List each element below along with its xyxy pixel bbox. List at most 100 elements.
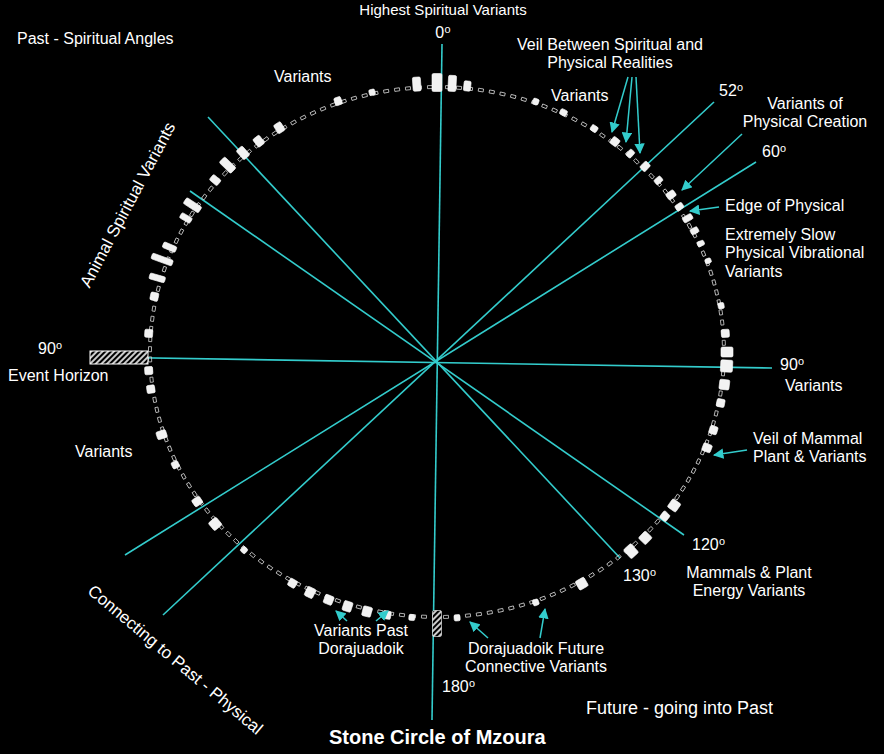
ring-stone-outline bbox=[476, 612, 481, 616]
standing-stone bbox=[532, 98, 540, 106]
ring-stone-outline bbox=[634, 159, 640, 165]
standing-stone bbox=[653, 176, 663, 186]
ring-stone-outline bbox=[181, 473, 186, 479]
leader-arrow bbox=[636, 77, 640, 153]
standing-stone bbox=[704, 258, 711, 265]
ring-stone-outline bbox=[394, 88, 399, 92]
standing-stone bbox=[690, 226, 700, 235]
ring-stone-outline bbox=[258, 559, 264, 564]
standing-stone bbox=[323, 594, 335, 606]
ring-stone-outline bbox=[174, 238, 179, 244]
ring-stone-outline bbox=[560, 588, 566, 593]
standing-stone bbox=[454, 615, 460, 621]
ring-stone-outline bbox=[189, 211, 194, 217]
standing-stone bbox=[183, 197, 202, 213]
standing-stone bbox=[575, 577, 589, 591]
ring-stone-outline bbox=[157, 417, 161, 423]
standing-stone bbox=[333, 96, 342, 106]
standing-stone bbox=[412, 77, 421, 92]
standing-stone bbox=[559, 108, 568, 116]
ring-stone-outline bbox=[649, 173, 655, 179]
ring-stone-outline bbox=[691, 468, 696, 474]
standing-stone bbox=[448, 75, 457, 91]
ring-stone-outline bbox=[508, 606, 514, 610]
ring-stone-outline bbox=[542, 104, 548, 109]
ring-stone-outline bbox=[186, 482, 191, 488]
label: 90⁰ bbox=[36, 340, 64, 358]
angle-line bbox=[190, 191, 684, 535]
ring-stone-outline bbox=[607, 561, 613, 566]
leader-arrow bbox=[470, 622, 488, 638]
label: Mammals & Plant Energy Variants bbox=[672, 564, 826, 601]
ring-stone-outline bbox=[310, 111, 316, 116]
ring-stone-outline bbox=[320, 106, 326, 111]
label: Variants bbox=[783, 377, 845, 395]
standing-stone bbox=[659, 511, 670, 522]
ring-stone-outline bbox=[521, 97, 527, 101]
standing-stone bbox=[171, 460, 180, 469]
ring-stone-outline bbox=[155, 407, 159, 413]
standing-stone bbox=[432, 74, 442, 92]
ring-stone-outline bbox=[715, 290, 719, 296]
ring-stone-outline bbox=[465, 614, 470, 618]
standing-stone bbox=[149, 273, 166, 283]
label: Highest Spiritual Variants bbox=[357, 1, 528, 18]
ring-stone-outline bbox=[351, 96, 357, 100]
hatched-stone bbox=[433, 611, 442, 637]
ring-stone-outline bbox=[162, 266, 166, 272]
leader-arrow bbox=[336, 611, 347, 621]
ring-stone-outline bbox=[383, 89, 388, 93]
ring-stone-outline bbox=[686, 477, 691, 483]
ring-stone-outline bbox=[399, 613, 404, 617]
ring-stone-outline bbox=[156, 286, 160, 292]
standing-stone bbox=[718, 302, 725, 309]
angle-line bbox=[163, 102, 714, 615]
ring-stone-outline bbox=[267, 565, 273, 570]
standing-stone bbox=[609, 136, 620, 147]
standing-stone bbox=[667, 498, 681, 512]
ring-stone-outline bbox=[709, 270, 713, 276]
standing-stone bbox=[716, 398, 725, 407]
ring-stone-outline bbox=[720, 320, 724, 325]
ring-stone-outline bbox=[648, 526, 654, 532]
standing-stone bbox=[665, 189, 676, 200]
standing-stone bbox=[236, 146, 250, 160]
standing-stone bbox=[304, 586, 316, 599]
standing-stone bbox=[463, 81, 471, 92]
ring-stone-outline bbox=[149, 357, 152, 362]
label: Dorajuadoik Future Connective Variants bbox=[452, 640, 621, 677]
standing-stone bbox=[144, 329, 153, 338]
standing-stone bbox=[590, 124, 599, 133]
standing-stone bbox=[719, 379, 730, 390]
standing-stone bbox=[162, 242, 177, 253]
label: 120⁰ bbox=[690, 536, 727, 554]
rotated-label: Connecting to Past - Physical bbox=[82, 580, 268, 740]
standing-stone bbox=[682, 213, 694, 223]
ring-stone-outline bbox=[222, 170, 228, 176]
ring-stone-outline bbox=[208, 186, 213, 192]
ring-stone-outline bbox=[378, 610, 383, 614]
ring-stone-outline bbox=[153, 397, 157, 402]
standing-stone bbox=[342, 600, 354, 612]
ring-stone-outline bbox=[421, 615, 426, 618]
standing-stone bbox=[368, 89, 375, 96]
ring-stone-outline bbox=[233, 538, 239, 544]
standing-stone bbox=[639, 161, 650, 172]
standing-stone bbox=[701, 442, 712, 453]
standing-stone bbox=[179, 212, 192, 223]
label: 90⁰ bbox=[778, 356, 806, 374]
standing-stone bbox=[721, 329, 730, 338]
ring-stone-outline bbox=[540, 596, 546, 601]
ring-stone-outline bbox=[356, 605, 362, 609]
label: Past - Spiritual Angles bbox=[15, 30, 176, 48]
ring-stone-outline bbox=[152, 306, 156, 311]
ring-stone-outline bbox=[405, 87, 410, 90]
ring-stone-outline bbox=[550, 592, 556, 597]
ring-stone-outline bbox=[300, 115, 306, 120]
hatched-stone bbox=[90, 351, 148, 364]
leader-arrow bbox=[690, 207, 719, 211]
label: 0⁰ bbox=[433, 24, 452, 42]
ring-stone-outline bbox=[680, 486, 685, 492]
leader-arrow bbox=[376, 611, 388, 621]
ring-stone-outline bbox=[205, 508, 210, 514]
